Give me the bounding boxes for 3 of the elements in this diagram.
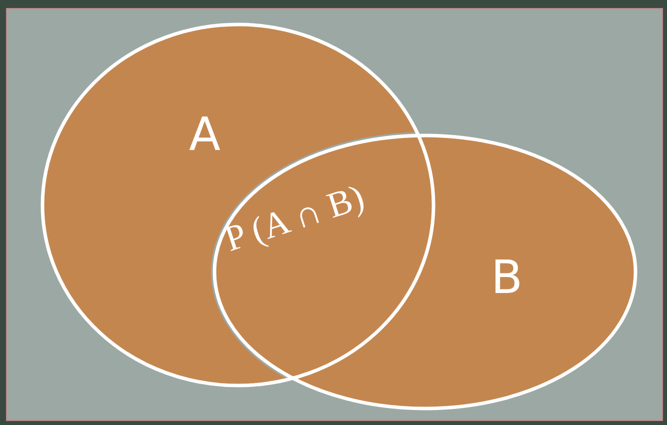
set-label: B: [491, 254, 523, 300]
set-label: A: [189, 111, 220, 157]
intersection-label: P (A ∩ B): [220, 178, 368, 258]
